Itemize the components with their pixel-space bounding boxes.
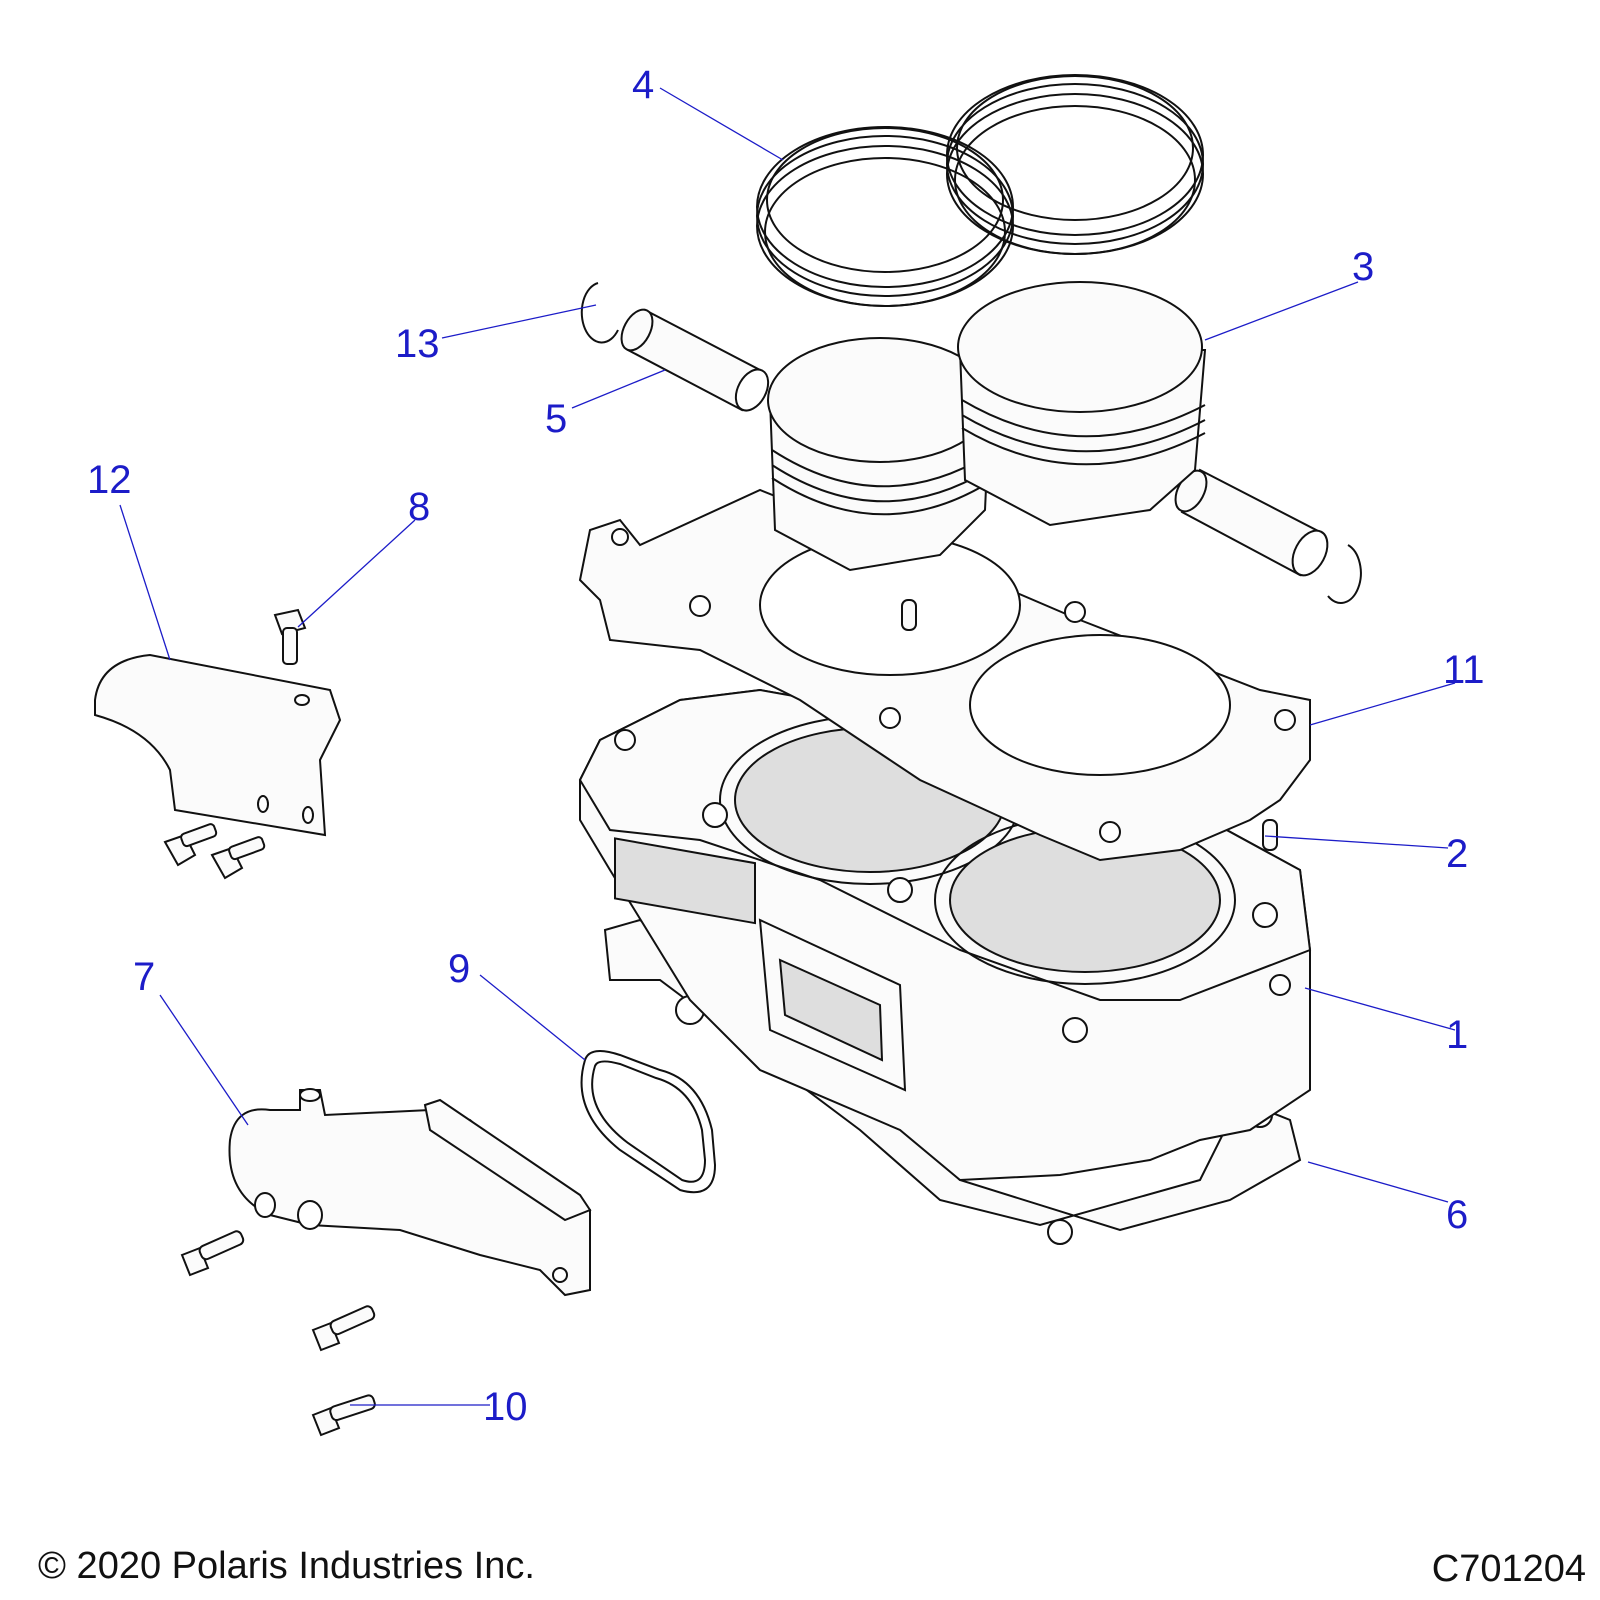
piston-pin-circlip[interactable] [580,282,1362,604]
callout-9: 9 [448,947,470,991]
leader-1 [1304,987,1456,1031]
leader-8 [297,519,416,628]
water-outlet-housing[interactable] [228,1088,592,1297]
callout-labels: 1 2 3 4 5 6 7 8 9 10 11 12 13 [87,63,1485,1429]
callout-13: 13 [395,322,440,366]
water-outlet-o-ring[interactable] [580,1050,717,1194]
callout-5: 5 [545,397,567,441]
piston-pin[interactable] [615,304,1334,581]
leader-5 [571,369,666,409]
leader-12 [119,504,171,661]
heat-shield-bolt[interactable] [163,608,307,880]
callout-3: 3 [1352,245,1374,289]
leader-13 [441,304,597,339]
leader-6 [1307,1161,1449,1203]
leader-3 [1204,281,1359,341]
callout-10: 10 [483,1385,528,1429]
piston[interactable] [767,281,1207,572]
callout-7: 7 [133,955,155,999]
callout-8: 8 [408,485,430,529]
leader-lines [119,87,1456,1406]
heat-shield[interactable] [94,653,342,837]
leader-7 [159,994,249,1126]
callout-11: 11 [1443,648,1485,692]
callout-2: 2 [1446,832,1468,876]
leader-2 [1264,835,1449,849]
leader-4 [659,87,784,161]
leader-9 [479,974,586,1061]
callout-1: 1 [1446,1013,1468,1057]
diagram-code: C701204 [1431,1548,1586,1590]
callout-4: 4 [632,63,654,107]
callout-12: 12 [87,458,132,502]
leader-11 [1309,682,1456,726]
copyright-notice: © 2020 Polaris Industries Inc. [38,1545,535,1587]
cylinder-head-gasket[interactable] [578,488,1311,862]
piston-rings[interactable] [756,74,1204,307]
dowel-pin[interactable] [901,599,1278,851]
callout-6: 6 [1446,1193,1468,1237]
water-outlet-bolt[interactable] [180,1230,376,1437]
